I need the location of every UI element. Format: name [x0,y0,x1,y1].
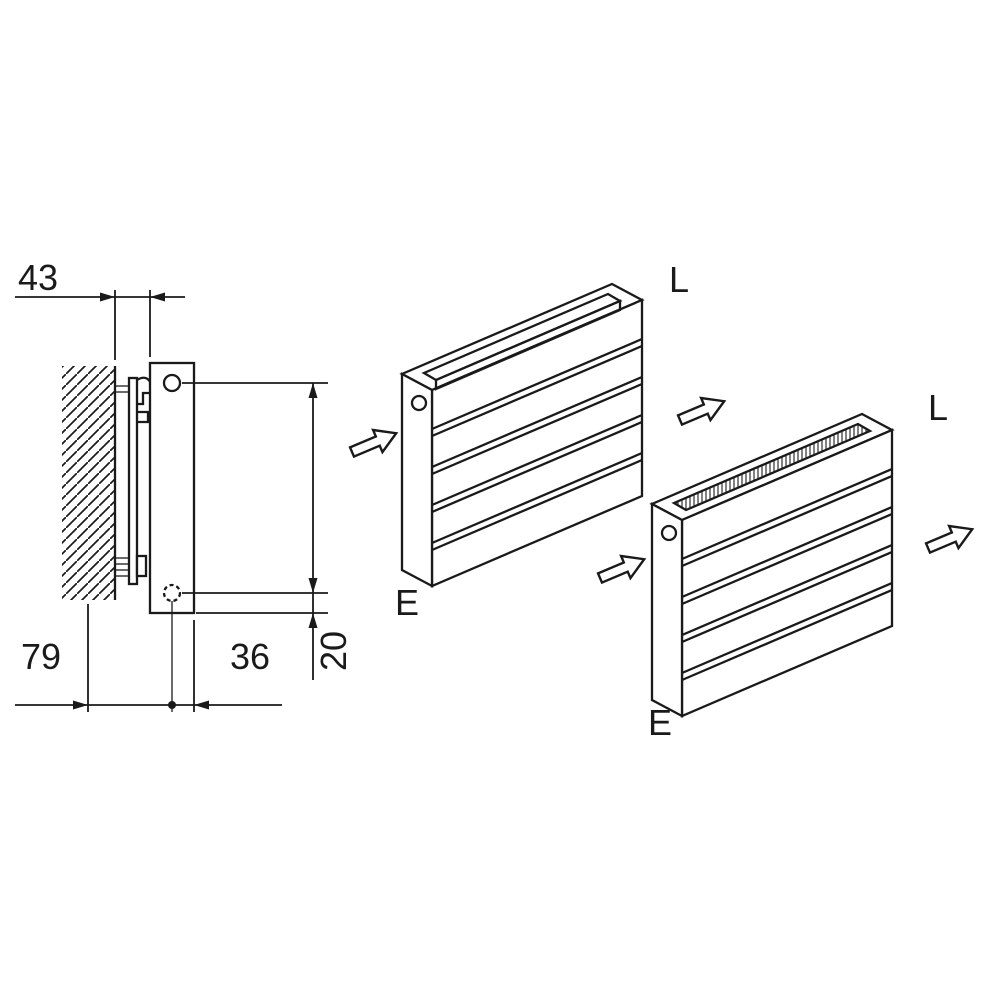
dimension-79-label: 79 [21,636,61,677]
bracket-plate [127,376,139,586]
top-pipe-connection [162,373,182,393]
dimension-36-label: 36 [230,636,270,677]
radiator1-tapping-hole [410,394,428,412]
dimension-bottom-chain: 79 36 [15,604,282,712]
dim-arrowhead [100,292,115,302]
bracket-claw [137,410,150,424]
flow-arrow-out-2 [922,516,979,561]
iso-radiator-1: L E [346,259,731,623]
radiator1-end-face [400,372,434,588]
bottom-pipe-connection-hidden [162,583,182,603]
radiator2-return-label: E [648,702,672,743]
bracket-foot [135,554,148,578]
dim-arrowhead [308,613,318,628]
radiator2-end-face [650,502,684,718]
radiator-side-profile [148,361,196,712]
dimension-pipe-spacing: 20 [182,382,354,680]
radiator1-opening-inner-wall [434,299,622,391]
radiator1-front-slats [431,337,643,552]
dim-chain-dot [168,701,176,709]
radiator2-tapping-hole [660,524,678,542]
flow-arrow-out-1 [674,388,731,433]
radiator2-top-grille [671,422,873,512]
radiator1-return-label: E [395,582,419,623]
radiator2-front-slats [681,467,893,682]
radiator-profile-body [148,361,196,615]
iso-radiator-2: L E [594,387,979,743]
dimension-20-label: 20 [313,631,354,671]
radiator2-supply-label: L [928,387,948,428]
flow-arrow-in-2 [594,546,651,591]
dim-arrowhead [194,700,209,710]
side-view: 43 20 79 36 [15,257,354,712]
mounting-bracket [115,376,153,586]
flow-arrow-in-1 [346,420,403,465]
dimension-wall-to-bracket: 43 [15,257,185,360]
dimension-43-label: 43 [18,257,58,298]
wall-hatch [62,366,115,600]
dim-arrowhead [308,578,318,593]
radiator1-supply-label: L [669,259,689,300]
dim-arrowhead [308,383,318,398]
dim-arrowhead [150,292,165,302]
dim-arrowhead [73,700,88,710]
